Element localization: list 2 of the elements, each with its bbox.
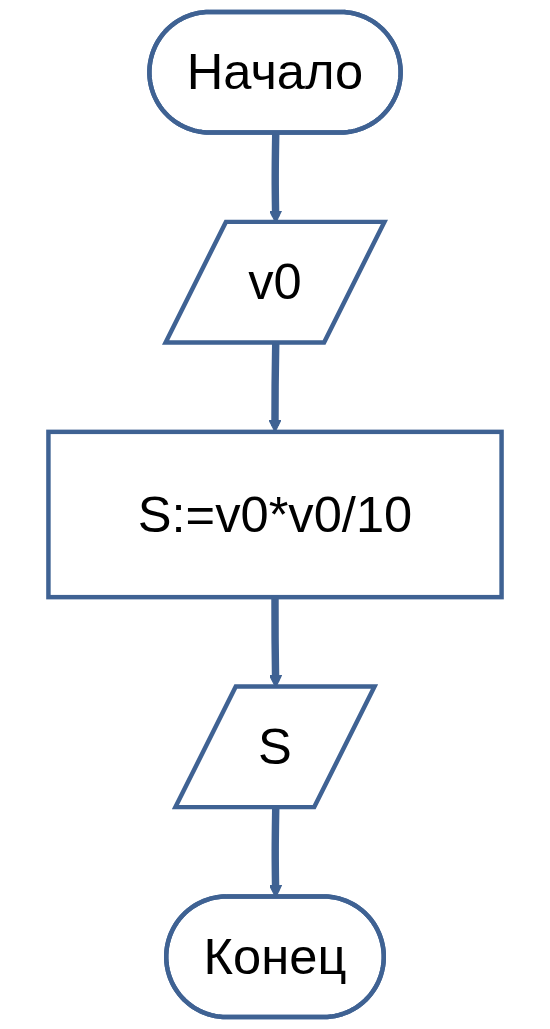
- node-box: S:=v0*v0/10: [46, 429, 504, 600]
- arrow: [268, 343, 282, 433]
